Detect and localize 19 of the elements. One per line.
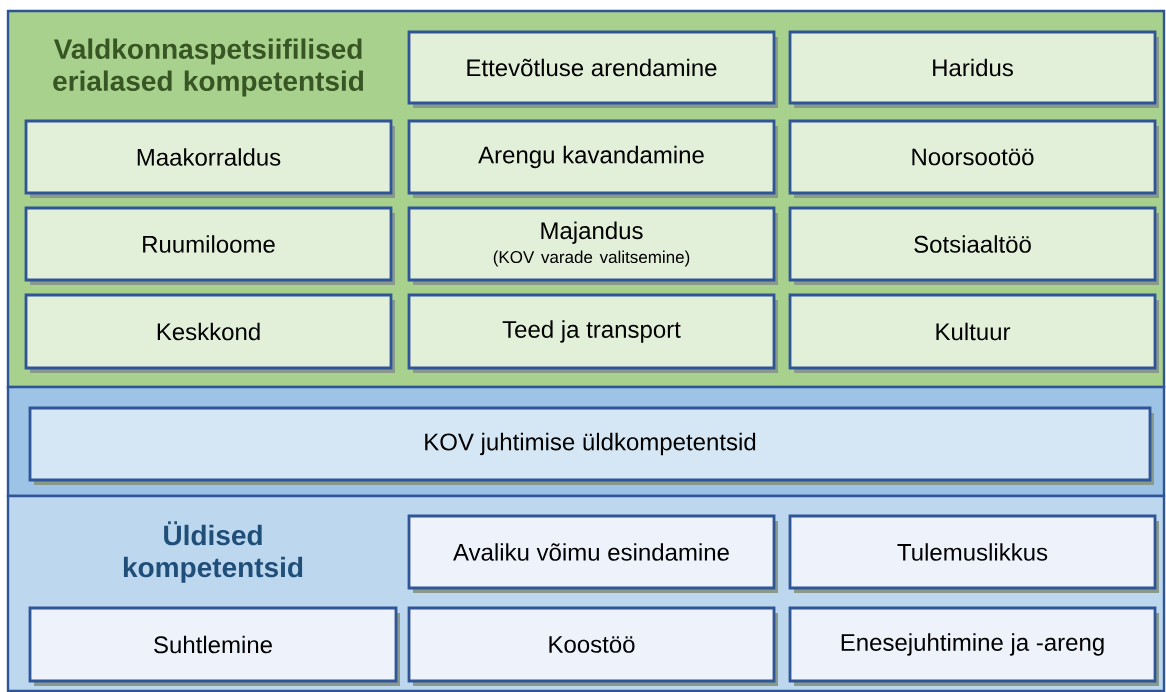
competence-box: Noorsootöö [788, 119, 1159, 198]
competence-box: Sotsiaaltöö [788, 206, 1159, 285]
competence-box: Kultuur [788, 293, 1159, 373]
competence-box: Enesejuhtimine ja -areng [788, 606, 1159, 686]
competence-box: Ruumiloome [24, 206, 395, 285]
competence-box: Maakorraldus [24, 119, 395, 198]
competence-box: Koostöö [407, 606, 778, 686]
competence-box: Ettevõtluse arendamine [407, 30, 778, 108]
section-heading: Valdkonnaspetsiifilised erialased kompetentsid [53, 38, 364, 97]
competence-box: Arengu kavandamine [407, 119, 778, 198]
competence-box: Haridus [788, 30, 1159, 108]
competence-box: Teed ja transport [407, 293, 778, 373]
competence-box: Keskkond [24, 293, 395, 373]
competence-box: KOV juhtimise üldkompetentsid [28, 406, 1154, 485]
competence-box: Tulemuslikkus [788, 514, 1159, 593]
competence-box: Majandus (KOV varade valitsemine) [407, 206, 778, 285]
section-heading: Üldised kompetentsid [123, 521, 303, 583]
competence-box: Avaliku võimu esindamine [407, 514, 778, 593]
competence-box: Suhtlemine [28, 606, 400, 686]
